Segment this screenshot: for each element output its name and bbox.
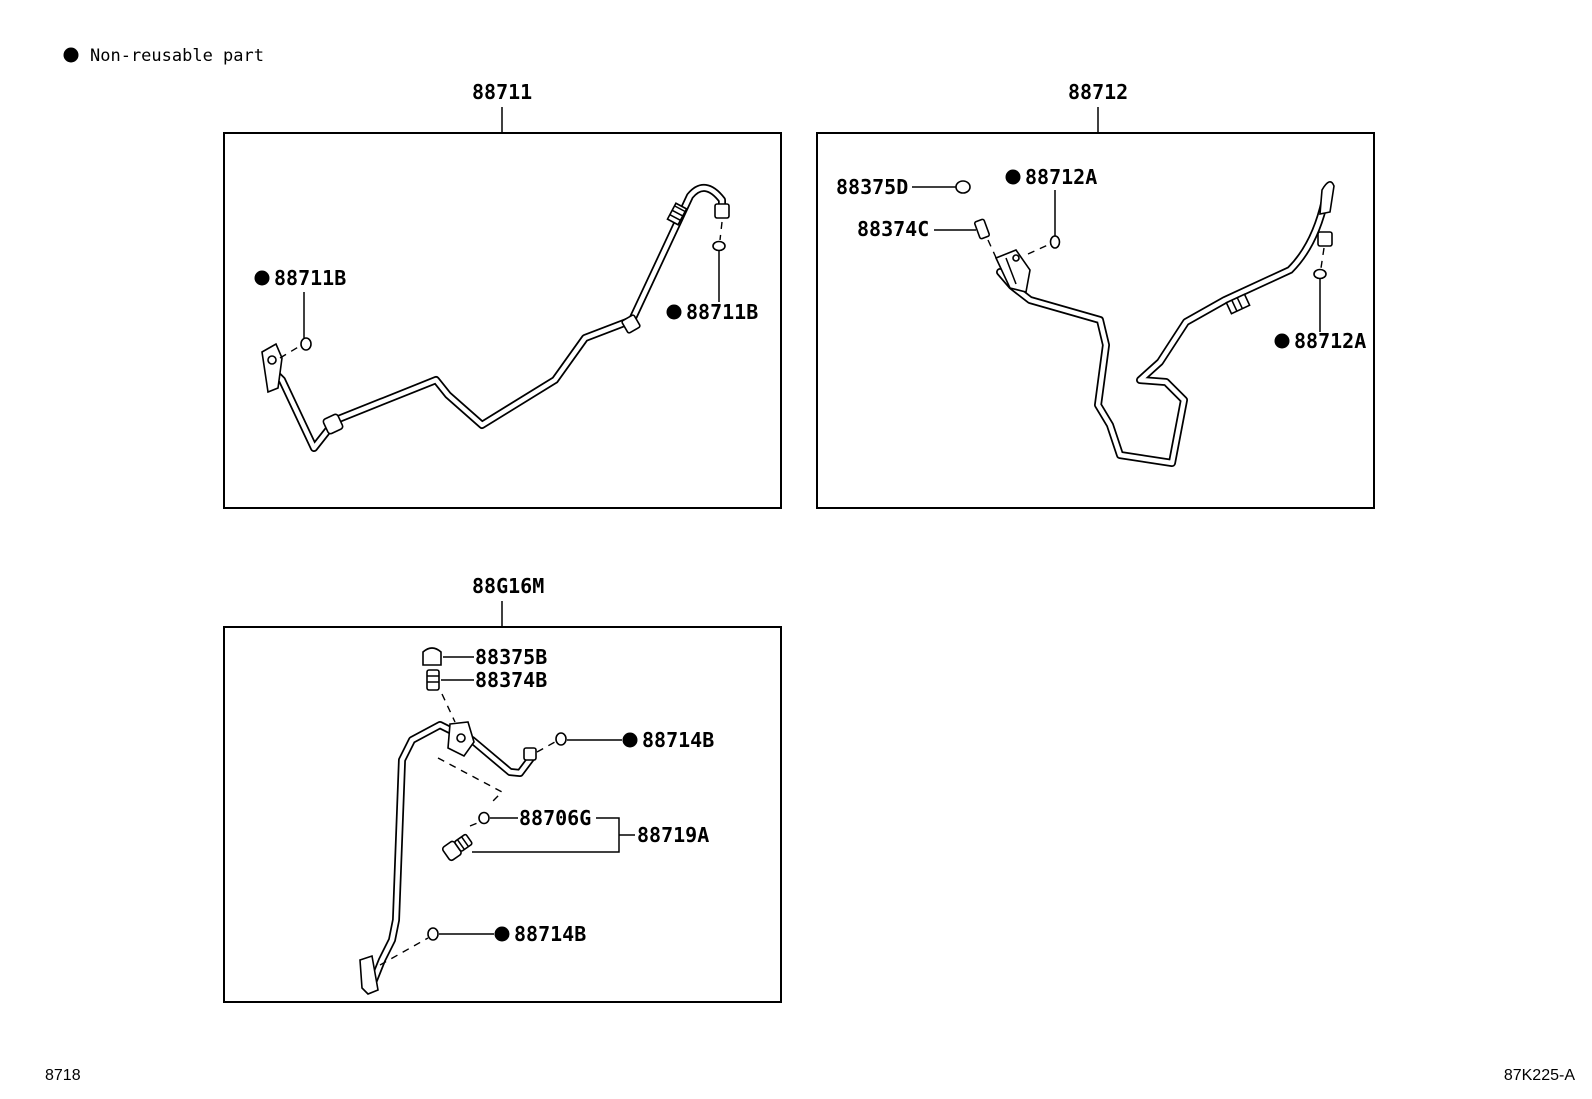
callout-88712A-top[interactable]: 88712A — [1025, 165, 1097, 189]
group-title-88711[interactable]: 88711 — [472, 80, 532, 104]
o-ring-icon — [1313, 268, 1327, 280]
o-ring-icon — [427, 927, 439, 941]
callout-88374C[interactable]: 88374C — [857, 217, 929, 241]
footer-page-code: 8718 — [45, 1067, 81, 1084]
valve-core-icon — [973, 218, 991, 240]
callout-88374B[interactable]: 88374B — [475, 668, 547, 692]
group-88711: 88711 88711B 88711B — [223, 80, 782, 509]
group-frame-88712 — [816, 132, 1375, 509]
o-ring-icon — [712, 240, 726, 252]
callout-88711B-left[interactable]: 88711B — [274, 266, 346, 290]
o-ring-icon — [555, 732, 567, 746]
cap-icon — [955, 180, 971, 194]
cap-icon — [422, 647, 442, 666]
callout-88375D[interactable]: 88375D — [836, 175, 908, 199]
callout-88375B[interactable]: 88375B — [475, 645, 547, 669]
callout-88711B-right[interactable]: 88711B — [686, 300, 758, 324]
o-ring-icon — [478, 811, 490, 825]
pipe-88712[interactable] — [996, 184, 1334, 467]
legend-text: Non-reusable part — [90, 46, 264, 66]
callout-88714B-upper[interactable]: 88714B — [642, 728, 714, 752]
flange-icon — [261, 342, 283, 394]
callout-88714B-lower[interactable]: 88714B — [514, 922, 586, 946]
flange-icon — [359, 954, 379, 995]
valve-core-icon — [426, 669, 440, 691]
callout-88712A-right[interactable]: 88712A — [1294, 329, 1366, 353]
group-title-88G16M[interactable]: 88G16M — [472, 574, 544, 598]
group-frame-88G16M — [223, 626, 782, 1003]
group-frame-88711 — [223, 132, 782, 509]
group-title-88712[interactable]: 88712 — [1068, 80, 1128, 104]
o-ring-icon — [1049, 235, 1061, 249]
group-88712: 88712 88375D 88712A — [816, 80, 1375, 509]
o-ring-icon — [300, 337, 312, 351]
group-88G16M: 88G16M — [223, 574, 782, 1003]
pipe-88G16M[interactable] — [368, 721, 536, 989]
non-reusable-dot-icon — [63, 47, 79, 63]
footer-illustration-code: 87K225-A — [1504, 1067, 1575, 1084]
pipe-88711[interactable] — [266, 184, 726, 452]
callout-88706G[interactable]: 88706G — [519, 806, 591, 830]
pressure-sensor-icon — [441, 833, 473, 862]
callout-88719A[interactable]: 88719A — [637, 823, 709, 847]
